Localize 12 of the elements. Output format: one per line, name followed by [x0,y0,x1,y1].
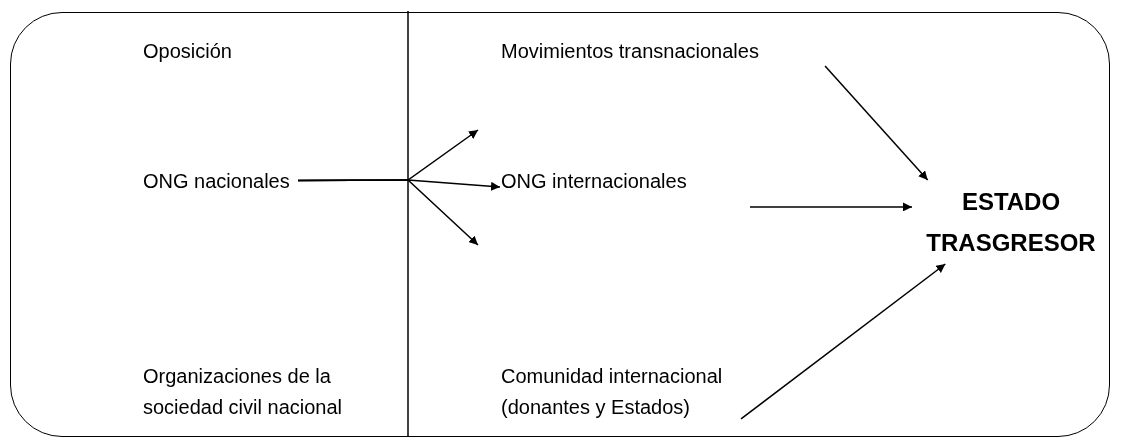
node-label: Movimientos transnacionales [501,39,760,64]
arrow [824,65,929,181]
title-label: ESTADO TRASGRESOR [925,187,1097,258]
rounded-frame [10,12,1110,437]
node-label: ONG nacionales [143,169,291,194]
node-label: Oposición [143,39,233,64]
arrow [297,179,479,246]
arrow [749,202,913,212]
node-label: Comunidad internacional (donantes y Estados) [501,364,724,420]
arrow [740,263,947,420]
node-label: Organizaciones de la sociedad civil nacional [143,364,343,420]
node-label: ONG internacionales [501,169,688,194]
